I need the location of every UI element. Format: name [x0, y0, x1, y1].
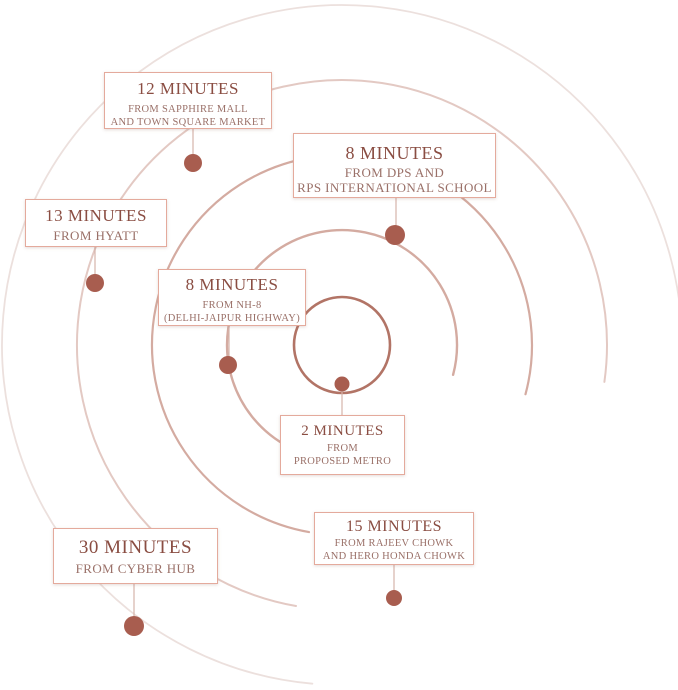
callout-title: 30 MINUTES — [78, 537, 193, 558]
callout-metro: 2 MINUTES FROM PROPOSED METRO — [280, 415, 405, 475]
callout-dps-school: 8 MINUTES FROM DPS AND RPS INTERNATIONAL… — [293, 133, 496, 198]
dot-hyatt — [86, 274, 104, 292]
callout-title: 15 MINUTES — [345, 518, 443, 535]
callout-line: FROM SAPPHIRE MALL — [128, 104, 248, 115]
dot-nh8 — [219, 356, 237, 374]
callout-line: FROM — [327, 443, 358, 454]
callout-line: FROM CYBER HUB — [75, 561, 196, 576]
callout-line: FROM RAJEEV CHOWK — [334, 538, 454, 549]
ring-middle-arc — [150, 153, 534, 534]
callout-line: (DELHI-JAIPUR HIGHWAY) — [164, 313, 300, 324]
ring-inner-arc — [225, 228, 459, 461]
callout-title: 13 MINUTES — [45, 206, 147, 225]
callout-cyber-hub: 30 MINUTES FROM CYBER HUB — [53, 528, 218, 584]
dot-dps — [385, 225, 405, 245]
callout-line: FROM DPS AND — [344, 165, 445, 180]
callout-line: FROM NH-8 — [202, 300, 262, 311]
callout-line: AND HERO HONDA CHOWK — [322, 551, 466, 562]
callout-title: 8 MINUTES — [185, 275, 279, 294]
callout-line: AND TOWN SQUARE MARKET — [110, 117, 266, 128]
callout-title: 8 MINUTES — [345, 143, 444, 163]
dot-rajeev — [386, 590, 402, 606]
ring-outer-arc — [76, 79, 608, 607]
callout-line: PROPOSED METRO — [293, 456, 392, 467]
callout-nh8: 8 MINUTES FROM NH-8 (DELHI-JAIPUR HIGHWA… — [158, 269, 306, 326]
callout-line: FROM HYATT — [53, 228, 139, 243]
dot-metro — [334, 376, 350, 392]
callout-rajeev-chowk: 15 MINUTES FROM RAJEEV CHOWK AND HERO HO… — [314, 512, 474, 565]
callout-line: RPS INTERNATIONAL SCHOOL — [297, 180, 492, 195]
callout-title: 2 MINUTES — [301, 423, 384, 439]
dot-cyberhub — [124, 616, 144, 636]
callout-title: 12 MINUTES — [137, 79, 239, 98]
dot-layer — [86, 154, 405, 636]
callout-hyatt: 13 MINUTES FROM HYATT — [25, 199, 167, 247]
dot-sapphire — [184, 154, 202, 172]
callout-sapphire-mall: 12 MINUTES FROM SAPPHIRE MALL AND TOWN S… — [104, 72, 272, 129]
